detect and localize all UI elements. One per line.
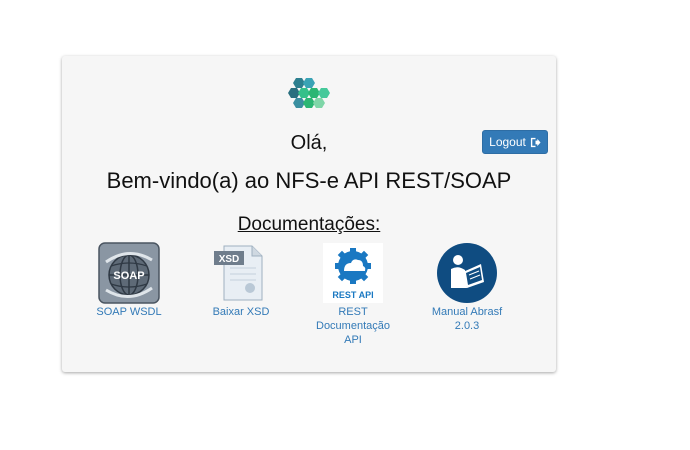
rest-badge-text: REST API (332, 290, 373, 300)
docs-heading: Documentações: (237, 214, 381, 235)
welcome-heading: Bem-vindo(a) ao NFS-e API REST/SOAP (106, 168, 512, 193)
doc-link-soap-wsdl[interactable]: SOAP SOAP WSDL (84, 242, 174, 319)
xsd-badge-text: XSD (219, 254, 240, 265)
xsd-file-icon: XSD (214, 245, 263, 301)
reading-manual-icon (437, 243, 497, 303)
doc-link-xsd[interactable]: XSD Baixar XSD (196, 242, 286, 319)
rest-api-cloud-icon: REST API (323, 243, 383, 303)
doc-link-manual-abrasf[interactable]: Manual Abrasf 2.0.3 (422, 242, 512, 333)
hexagon-logo-icon (288, 78, 330, 108)
logout-button[interactable]: Logout (482, 130, 548, 154)
doc-label: REST Documentação API (316, 306, 390, 346)
logout-label: Logout (489, 135, 526, 149)
doc-label: Manual Abrasf 2.0.3 (431, 306, 503, 332)
sign-out-icon (530, 137, 541, 147)
doc-label: Baixar XSD (212, 306, 270, 318)
greeting-text: Olá, (290, 132, 328, 154)
doc-label: SOAP WSDL (96, 306, 162, 318)
welcome-card: Olá, Logout Bem-vindo(a) ao NFS-e API RE… (62, 56, 556, 372)
doc-link-rest-api[interactable]: REST API REST Documentação API (308, 242, 398, 347)
soap-badge-text: SOAP (113, 270, 144, 282)
soap-globe-icon: SOAP (98, 242, 160, 304)
